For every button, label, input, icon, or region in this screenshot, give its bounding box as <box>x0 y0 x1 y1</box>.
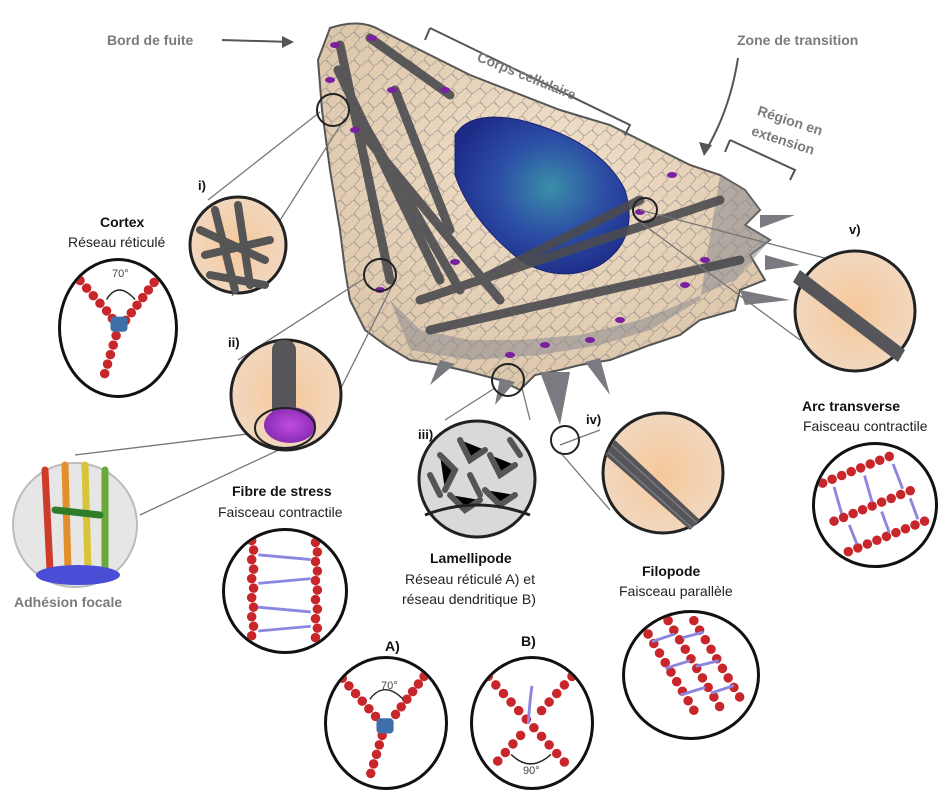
marker-i: i) <box>198 178 206 193</box>
cortex-subtitle: Réseau réticulé <box>68 234 165 250</box>
zoom-circle-iii <box>419 421 535 537</box>
marker-v: v) <box>849 222 861 237</box>
cortex-title: Cortex <box>100 214 144 230</box>
a-label: A) <box>385 638 400 654</box>
b-angle-label: 90° <box>523 765 540 777</box>
lamellipode-subtitle-2: réseau dendritique B) <box>402 591 536 607</box>
a-angle-label: 70° <box>381 680 398 692</box>
a-actin-circle <box>324 656 448 790</box>
marker-iii: iii) <box>418 427 433 442</box>
adhesion-label: Adhésion focale <box>14 594 122 610</box>
filopode-title: Filopode <box>642 563 700 579</box>
lamellipode-subtitle-1: Réseau réticulé A) et <box>405 571 535 587</box>
zoom-circle-i <box>190 197 286 293</box>
marker-iv: iv) <box>586 412 601 427</box>
zoom-circle-iv <box>603 413 723 533</box>
zoom-circle-ii <box>231 340 341 450</box>
arc-actin-circle <box>812 442 938 568</box>
arc-subtitle: Faisceau contractile <box>803 418 928 434</box>
marker-ii: ii) <box>228 335 240 350</box>
fibre-subtitle: Faisceau contractile <box>218 504 343 520</box>
cortex-angle-label: 70° <box>112 268 129 280</box>
b-label: B) <box>521 633 536 649</box>
arc-title: Arc transverse <box>802 398 900 414</box>
fibre-title: Fibre de stress <box>232 483 332 499</box>
bord-de-fuite-label: Bord de fuite <box>107 32 193 48</box>
zoom-circle-v <box>793 251 915 371</box>
filopode-actin-circle <box>622 610 760 740</box>
fibre-actin-circle <box>222 528 348 654</box>
filopode-subtitle: Faisceau parallèle <box>619 583 733 599</box>
lamellipode-title: Lamellipode <box>430 550 512 566</box>
zoom-circle-adhesion <box>13 463 137 587</box>
zone-de-transition-label: Zone de transition <box>737 32 858 48</box>
